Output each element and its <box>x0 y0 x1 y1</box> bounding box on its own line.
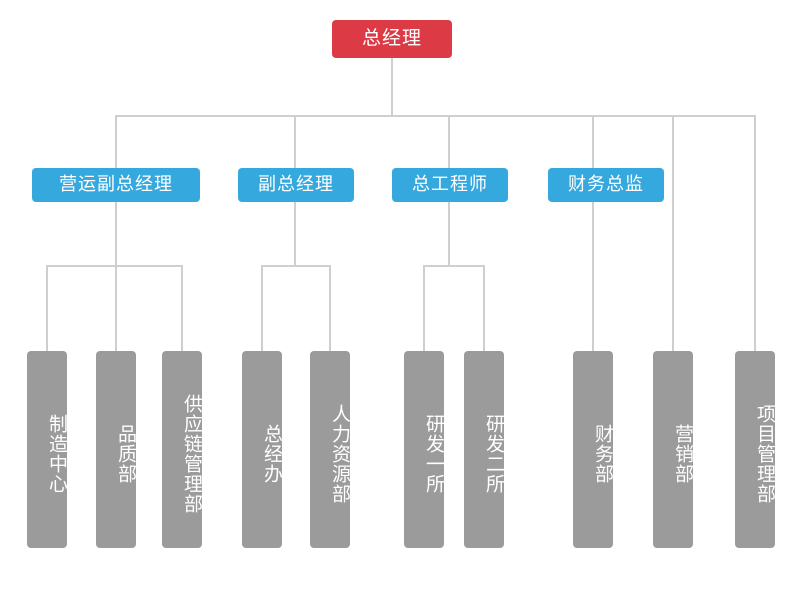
org-node-label: 总经办 <box>261 424 283 484</box>
org-node-hr-dept[interactable]: 人力资源部 <box>310 351 351 548</box>
org-node-label: 品质部 <box>115 424 137 484</box>
connector-sub-bus-chief-engineer <box>423 265 484 267</box>
connector-stem-group-chief-engineer <box>448 202 450 266</box>
org-node-label: 副总经理 <box>258 173 334 195</box>
org-node-general-manager[interactable]: 总经理 <box>332 20 452 58</box>
org-node-label: 财务总监 <box>568 173 644 195</box>
connector-sub-bus-operations <box>46 265 183 267</box>
connector-stem-group-operations <box>115 202 117 266</box>
org-node-label: 营运副总经理 <box>59 173 173 195</box>
org-node-project-management-dept[interactable]: 项目管理部 <box>735 351 776 548</box>
org-node-rd-institute-1[interactable]: 研发一所 <box>404 351 445 548</box>
org-node-label: 人力资源部 <box>329 404 351 504</box>
connector-drop-exec-4 <box>592 115 594 168</box>
connector-drop-project-dept <box>754 115 756 351</box>
connector-root-stem <box>391 58 393 116</box>
org-node-gm-office[interactable]: 总经办 <box>242 351 283 548</box>
org-node-quality-dept[interactable]: 品质部 <box>96 351 137 548</box>
org-node-chief-engineer[interactable]: 总工程师 <box>392 168 508 202</box>
connector-drop-rd-2 <box>483 265 485 351</box>
connector-drop-manufacturing <box>46 265 48 351</box>
connector-stem-group-vice-gm <box>294 202 296 266</box>
org-node-vice-gm[interactable]: 副总经理 <box>238 168 354 202</box>
connector-main-bus <box>115 115 756 117</box>
org-node-rd-institute-2[interactable]: 研发二所 <box>464 351 505 548</box>
connector-drop-exec-1 <box>115 115 117 168</box>
org-node-label: 总工程师 <box>412 173 488 195</box>
connector-drop-rd-1 <box>423 265 425 351</box>
connector-drop-marketing-dept <box>672 115 674 351</box>
connector-drop-quality <box>115 265 117 351</box>
org-node-manufacturing-center[interactable]: 制造中心 <box>27 351 68 548</box>
org-node-marketing-dept[interactable]: 营销部 <box>653 351 694 548</box>
org-node-supply-chain-dept[interactable]: 供应链管理部 <box>162 351 203 548</box>
connector-drop-finance-dept <box>592 201 594 351</box>
connector-drop-exec-2 <box>294 115 296 168</box>
connector-drop-hr <box>329 265 331 351</box>
org-node-label: 研发一所 <box>423 414 445 494</box>
org-node-finance-dept[interactable]: 财务部 <box>573 351 614 548</box>
org-node-cfo[interactable]: 财务总监 <box>548 168 664 202</box>
connector-sub-bus-vice-gm <box>261 265 330 267</box>
org-node-label: 营销部 <box>672 424 694 484</box>
org-node-label: 供应链管理部 <box>181 394 203 514</box>
org-node-operations-vice-gm[interactable]: 营运副总经理 <box>32 168 200 202</box>
connector-drop-supply-chain <box>181 265 183 351</box>
connector-drop-gm-office <box>261 265 263 351</box>
org-node-label: 研发二所 <box>483 414 505 494</box>
connector-drop-exec-3 <box>448 115 450 168</box>
org-node-label: 制造中心 <box>46 414 68 494</box>
org-node-label: 财务部 <box>592 424 614 484</box>
org-node-label: 项目管理部 <box>754 404 776 504</box>
org-node-label: 总经理 <box>361 27 422 50</box>
